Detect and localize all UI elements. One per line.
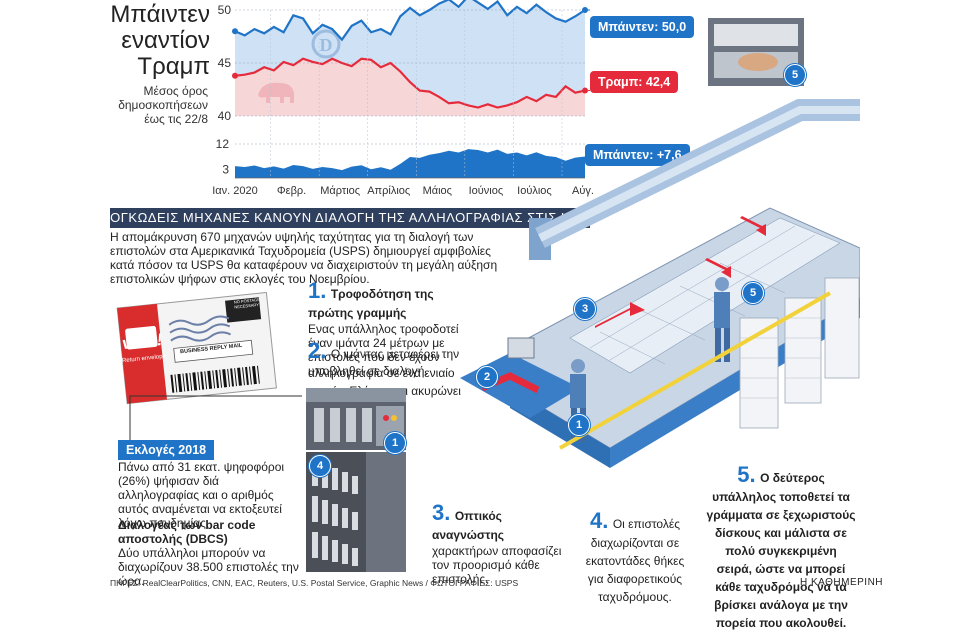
photo-sorting-bins — [306, 452, 406, 572]
step-3-number: 3. — [432, 500, 451, 525]
badge-4-photo: 4 — [309, 455, 331, 477]
badge-5-photo: 5 — [784, 64, 806, 86]
biden-final-label: Μπάιντεν: 50,0 — [590, 16, 695, 38]
x-tick-label: Φεβρ. — [277, 185, 306, 197]
badge-5: 5 — [742, 282, 764, 304]
step-3-heading: Οπτικός αναγνώστης — [432, 509, 505, 542]
trump-area — [235, 58, 585, 116]
badge-1: 1 — [568, 414, 590, 436]
dbcs-text: Δύο υπάλληλοι μπορούν να διαχωρίζουν 38.… — [118, 546, 299, 588]
photo-worker-hands — [708, 18, 804, 86]
step-5: 5. Ο δεύτερος υπάλληλος τοποθετεί τα γρά… — [706, 462, 856, 632]
step-5-number: 5. — [737, 462, 756, 487]
sources-footer: ΠΗΓΕΣ: RealClearPolitics, CNN, EAC, Reut… — [110, 578, 519, 588]
biden-line — [234, 0, 586, 42]
margin-area — [235, 149, 585, 178]
x-tick-label: Ιούλιος — [517, 185, 552, 197]
step-5-text: Ο δεύτερος υπάλληλος τοποθετεί τα γράμμα… — [706, 471, 856, 630]
chart-subtitle: Μέσος όρος δημοσκοπήσεων έως τις 22/8 — [118, 84, 208, 126]
step-4: 4. Οι επιστολές διαχωρίζονται σε εκατοντ… — [580, 508, 690, 606]
trump-line — [234, 57, 586, 109]
x-tick-label: Ιούνιος — [469, 185, 504, 197]
publisher-brand: Η ΚΑΘΗΜΕΡΙΝΗ — [800, 577, 884, 588]
y-tick-label: 40 — [218, 109, 232, 123]
x-tick-label: Μάιος — [423, 185, 452, 197]
air-duct — [529, 99, 860, 260]
republican-elephant-icon — [258, 82, 294, 103]
x-tick-label: Μάρτιος — [320, 185, 360, 197]
x-tick-label: Ιαν. 2020 — [212, 185, 258, 197]
margin-y-tick-label: 12 — [216, 137, 230, 151]
sorting-machine-illustration — [460, 99, 860, 468]
step-1: 1. Τροφοδότηση της πρώτης γραμμής Ενας υ… — [308, 278, 478, 378]
biden-start-point — [232, 28, 238, 35]
margin-y-tick-label: 3 — [222, 163, 229, 177]
envelope-vote-text: vote! — [121, 329, 164, 354]
poll-chart-plot: 50 45 40 D — [218, 0, 590, 123]
step-1-text: Ενας υπάλληλος τροφοδοτεί έναν ιμάντα 24… — [308, 322, 459, 378]
chart-title: Μπάιντεν εναντίον Τραμπ — [110, 1, 210, 80]
step-2-number: 2. — [308, 338, 327, 363]
election-2018-text: Πάνω από 31 εκατ. ψηφοφόροι (26%) ψήφισα… — [118, 460, 285, 530]
tray-carts — [739, 277, 860, 429]
x-axis: Ιαν. 2020 Φεβρ. Μάρτιος Απρίλιος Μάιος Ιούνιο… — [212, 10, 594, 197]
connector-line — [129, 395, 302, 440]
y-tick-label: 45 — [218, 56, 232, 70]
badge-3: 3 — [574, 298, 596, 320]
margin-chart-plot: 12 3 — [216, 137, 593, 179]
step-1-number: 1. — [308, 278, 327, 303]
intro-text: Η απομάκρυνση 670 μηχανών υψηλής ταχύτητ… — [110, 230, 498, 286]
biden-lead-area — [235, 0, 585, 108]
step-4-number: 4. — [590, 508, 609, 533]
trump-start-point — [232, 72, 238, 79]
photo-feeder-machine — [306, 388, 406, 450]
x-tick-label: Απρίλιος — [367, 185, 410, 197]
step-3: 3. Οπτικός αναγνώστης χαρακτήρων αποφασί… — [432, 500, 572, 586]
x-tick-label: Αύγ. — [572, 185, 594, 197]
badge-1-photo: 1 — [384, 432, 406, 454]
dbcs-header: Διαλογέας των bar code αποστολής (DBCS) — [118, 518, 256, 546]
democrat-logo-letter: D — [320, 35, 333, 55]
ballot-envelope-illustration — [116, 292, 277, 405]
poll-chart: 50 45 40 D 12 3 Ιαν. 2020 Φεβρ. Μάρτιος Απρίλιο… — [212, 0, 594, 197]
trump-final-label: Τραμπ: 42,4 — [590, 71, 679, 93]
step-1-heading: Τροφοδότηση της πρώτης γραμμής — [308, 287, 434, 320]
step-3-text: χαρακτήρων αποφασίζει τον προορισμό κάθε… — [432, 544, 562, 586]
worker-2 — [714, 277, 730, 362]
margin-final-label: Μπάιντεν: +7,6 — [585, 144, 690, 166]
section-banner: ΟΓΚΩΔΕΙΣ ΜΗΧΑΝΕΣ ΚΑΝΟΥΝ ΔΙΑΛΟΓΗ ΤΗΣ ΑΛΛΗ… — [110, 208, 590, 228]
election-2018-header: Εκλογές 2018 — [118, 440, 215, 460]
y-tick-label: 50 — [218, 3, 232, 17]
badge-2: 2 — [476, 366, 498, 388]
democrat-logo-icon — [311, 29, 341, 59]
